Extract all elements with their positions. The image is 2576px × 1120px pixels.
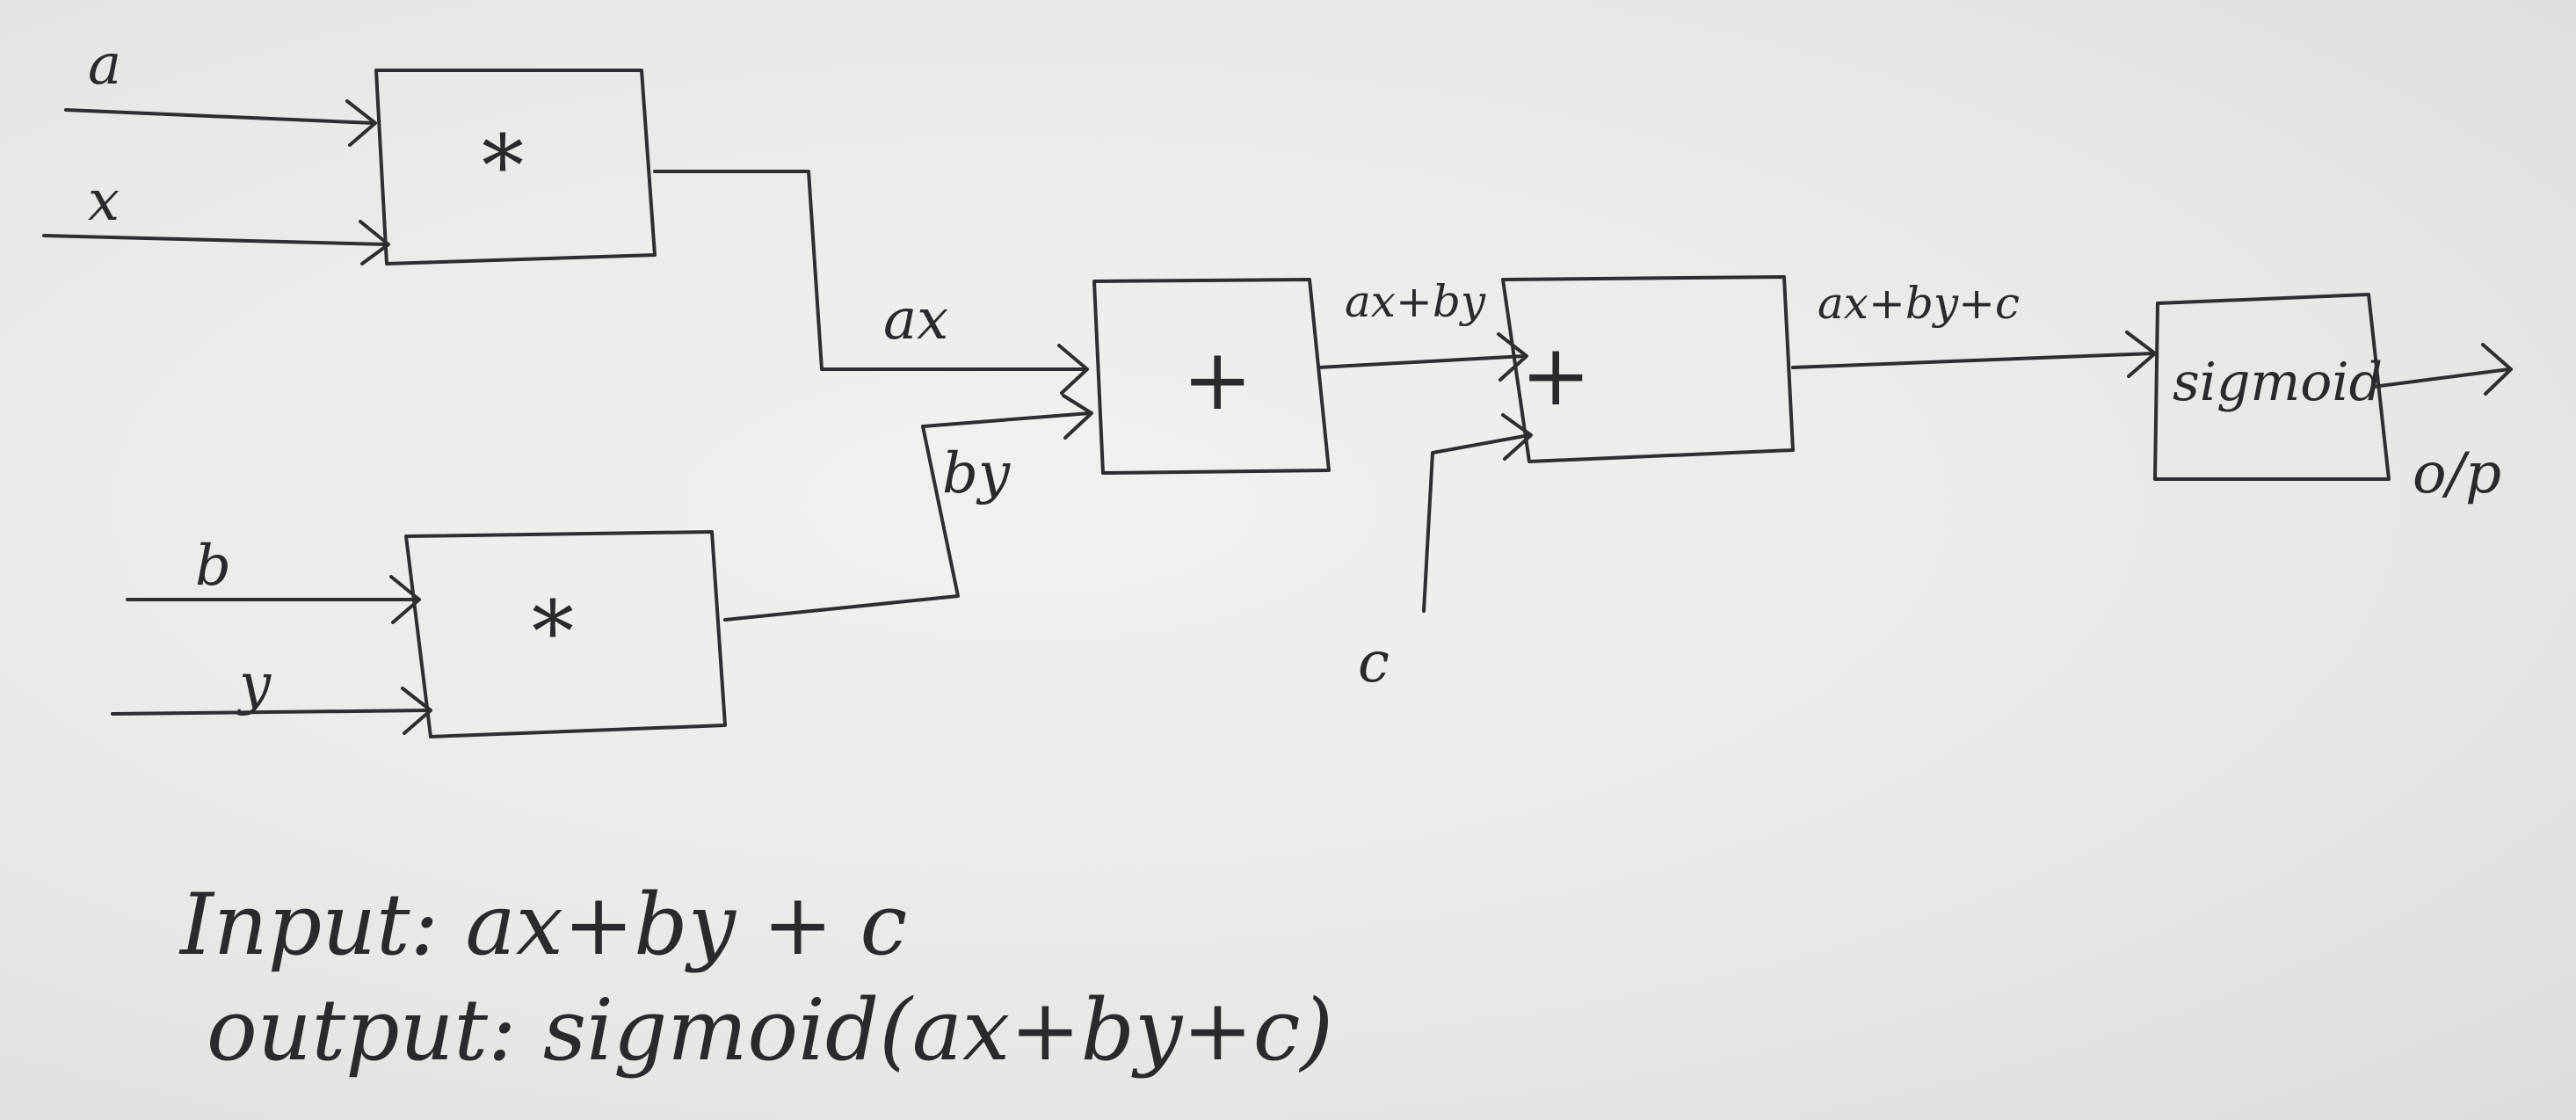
input-b-arrowhead (389, 575, 421, 624)
mul-top-symbol: * (482, 117, 524, 215)
sigmoid-label: sigmoid (2173, 352, 2383, 413)
input-a-wire (64, 108, 375, 125)
input-a-label: a (88, 33, 121, 98)
ax-by-label: ax+by (1345, 276, 1486, 327)
mul-bottom-symbol: * (532, 583, 574, 681)
input-a-arrowhead (345, 99, 377, 147)
input-y-label: y (236, 652, 272, 717)
ax-label: ax (883, 287, 948, 353)
ax-by-c-arrowhead (2125, 331, 2157, 378)
add-1-box (1092, 278, 1331, 475)
input-c-wire (1422, 433, 1531, 613)
ax-wire (653, 170, 1087, 371)
by-arrowhead (1062, 394, 1093, 440)
add-2-symbol: + (1520, 326, 1591, 425)
input-b-label: b (195, 534, 231, 599)
input-y-arrowhead (401, 687, 432, 735)
add-1-symbol: + (1182, 331, 1252, 429)
input-y-wire (111, 709, 431, 716)
input-c-arrowhead (1501, 413, 1533, 461)
output-label: o/p (2413, 441, 2501, 506)
input-x-wire (42, 234, 388, 246)
input-c-label: c (1358, 630, 1390, 695)
output-note: output: sigmoid(ax+by+c) (207, 981, 1333, 1080)
input-note: Input: ax+by + c (178, 876, 907, 974)
by-wire (723, 411, 1092, 622)
ax-arrowhead (1057, 344, 1089, 395)
sigmoid-box (2153, 293, 2391, 481)
add-2-box (1501, 275, 1795, 463)
mul-top-box (374, 69, 657, 265)
mul-bottom-box (404, 530, 727, 738)
input-x-label: x (88, 169, 120, 234)
input-x-arrowhead (359, 220, 390, 265)
ax-by-c-wire (1791, 352, 2155, 369)
ax-by-wire (1317, 354, 1527, 369)
ax-by-c-label: ax+by+c (1818, 278, 2020, 329)
ax-by-arrowhead (1497, 332, 1528, 382)
by-label: by (942, 441, 1011, 506)
output-wire (2371, 367, 2511, 389)
output-arrowhead (2481, 343, 2513, 396)
